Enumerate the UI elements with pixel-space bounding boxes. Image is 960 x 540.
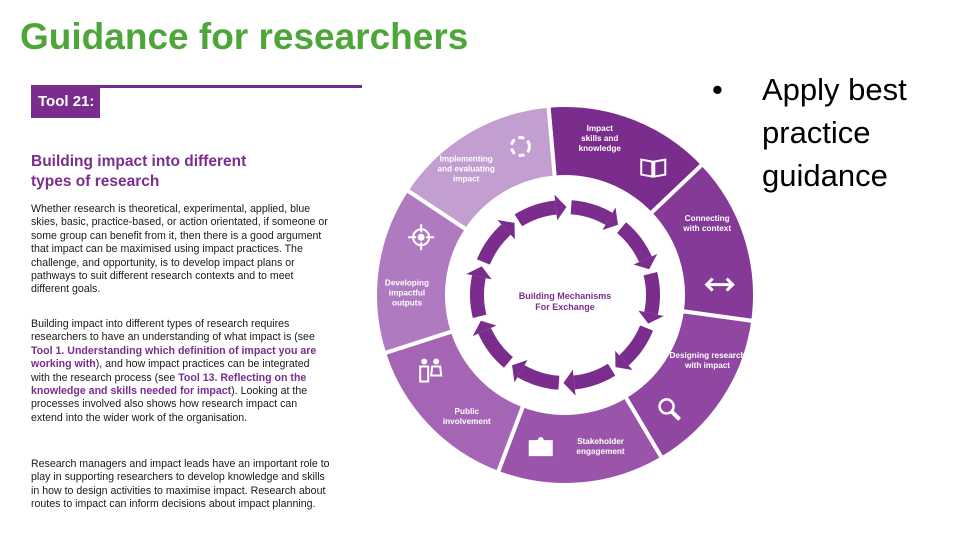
cycle-arrow-head (554, 194, 567, 221)
cycle-arrow-body (476, 224, 511, 265)
cycle-arrow-head (466, 266, 492, 280)
document-heading: Building impact into different types of … (31, 153, 247, 190)
cycle-arrow-head (563, 369, 576, 396)
centre-label-line1: Building Mechanisms (519, 291, 612, 301)
cycle-arrow-body (570, 200, 613, 225)
para2-text-a: Building impact into different types of … (31, 318, 315, 344)
bullet-text: Apply best practice guidance (762, 72, 907, 193)
cycle-arrow-body (643, 272, 660, 315)
tool1-reference: Tool 1. Understanding which definition o… (31, 344, 317, 371)
cycle-arrow-head (602, 207, 618, 231)
cycle-arrow-body (478, 327, 514, 368)
puzzle-icon (528, 437, 553, 457)
magnifier-icon (658, 398, 681, 421)
centre-label-line2: For Exchange (535, 302, 595, 312)
double-arrow-icon (704, 277, 735, 292)
cycle-arrow-body (517, 365, 560, 390)
cycle-arrow-body (573, 363, 616, 390)
para2-text-c: ). Looking at the processes involved als… (31, 385, 308, 424)
paragraph-3: Research managers and impact leads have … (31, 458, 330, 511)
tool13-reference: Tool 13. Reflecting on the knowledge and… (31, 371, 307, 398)
cycle-arrow-body (514, 200, 557, 227)
cycle-arrow-head (512, 359, 528, 383)
para2-text-b: ), and how impact practices can be integ… (31, 358, 310, 384)
book-icon (640, 158, 667, 178)
bullet-icon: • (712, 72, 723, 107)
slide-title: Guidance for researchers (20, 16, 469, 57)
paragraph-1: Whether research is theoretical, experim… (31, 203, 328, 296)
cycle-arrow-body (470, 275, 487, 318)
target-icon (408, 224, 435, 251)
tool-badge: Tool 21: (31, 85, 100, 118)
cycle-arrow-head (633, 253, 658, 270)
cycle-arrow-body (616, 222, 652, 263)
cycle-arrow-head (615, 350, 633, 371)
header-rule (100, 85, 362, 88)
cycle-arrow-head (472, 320, 497, 337)
paragraph-2: Building impact into different types of … (31, 318, 331, 425)
cycle-arrow-head (497, 219, 515, 240)
cycle-arrow-head (638, 310, 664, 324)
people-icon (419, 358, 443, 383)
cycle-arrow-body (619, 325, 654, 366)
